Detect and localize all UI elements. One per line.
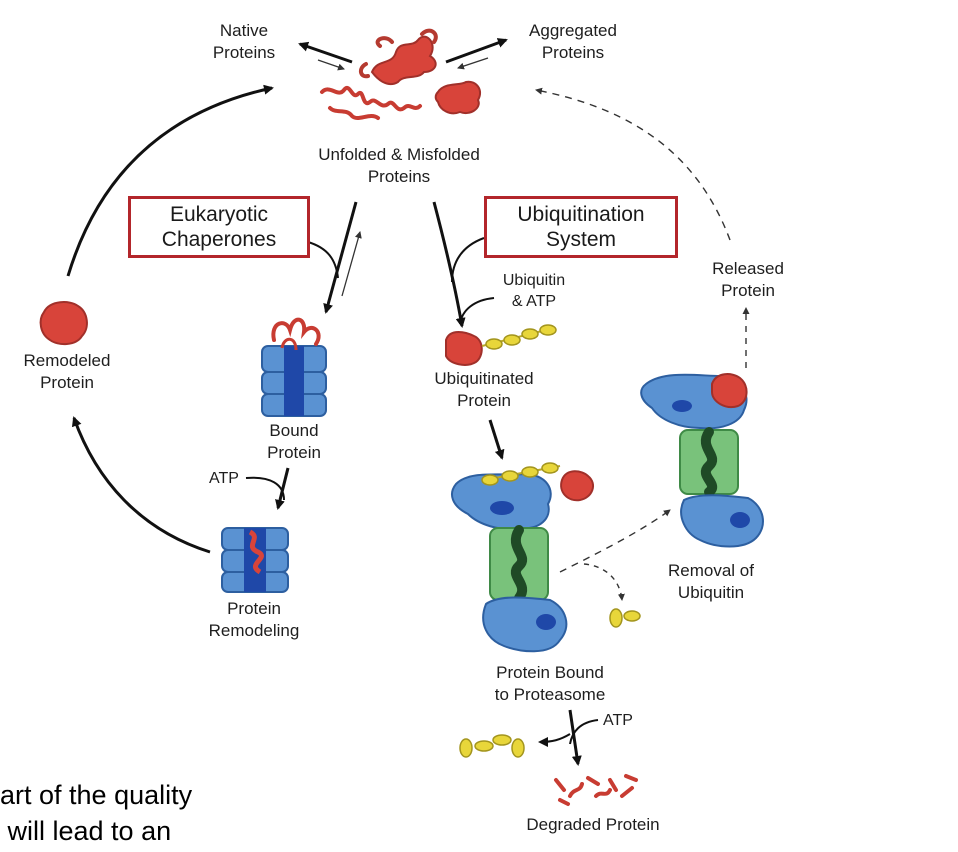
chaperone-complex-remodeling — [221, 527, 289, 593]
atp-feed-line-right — [569, 719, 599, 745]
arrow-ubiquitinated-to-proteasome — [488, 419, 505, 460]
label-protein-remodeling: Protein Remodeling — [208, 599, 300, 640]
label-removal-of-ubiquitin: Removal of Ubiquitin — [668, 561, 754, 602]
ubiquitin-chain-on-proteasome — [481, 462, 595, 502]
box-eukaryotic-chaperones: Eukaryotic Chaperones — [128, 196, 310, 258]
chaperone-feed-line — [307, 241, 339, 279]
dashed-arrow-released-to-top — [535, 87, 731, 241]
ubiquitinated-protein — [445, 324, 557, 366]
central-misfolded-protein — [359, 28, 438, 86]
label-protein-bound-proteasome: Protein Bound to Proteasome — [494, 663, 606, 704]
arrow-chaperone-back — [341, 231, 362, 297]
ubiquitination-feed-line — [451, 237, 485, 283]
label-bound-protein: Bound Protein — [267, 421, 321, 462]
arrow-to-released-ubiquitin — [538, 733, 571, 747]
caption-line-2: will lead to an — [0, 816, 172, 846]
label-degraded-protein: Degraded Protein — [526, 815, 660, 834]
label-ubiquitin-atp: Ubiquitin & ATP — [502, 272, 566, 310]
arrow-to-chaperone — [323, 201, 358, 314]
arrow-remodeled-to-native — [66, 84, 274, 277]
degraded-protein-fragments — [554, 774, 638, 806]
label-atp-right: ATP — [603, 712, 633, 729]
free-ubiquitin-small — [609, 608, 641, 628]
label-remodeled-protein: Remodeled Protein — [23, 351, 111, 392]
arrow-to-degraded — [568, 709, 582, 766]
proteasome-removal — [640, 373, 764, 548]
label-released-protein: Released Protein — [712, 259, 784, 300]
arrow-to-ubiquitinated — [432, 201, 466, 328]
caption-line-1: art of the quality — [0, 780, 193, 810]
label-unfolded-misfolded: Unfolded & Misfolded Proteins — [318, 145, 480, 186]
remodeled-protein-blob — [39, 301, 88, 346]
arrow-to-aggregated — [445, 38, 508, 64]
arrow-aggregated-back — [457, 57, 489, 70]
unfolded-protein-strand — [320, 86, 422, 120]
label-atp-left: ATP — [209, 470, 239, 487]
label-aggregated-proteins: Aggregated Proteins — [529, 21, 617, 62]
label-native-proteins: Native Proteins — [212, 21, 276, 62]
label-ubiquitinated-protein: Ubiquitinated Protein — [434, 369, 534, 410]
dashed-arrow-to-removal — [559, 509, 671, 573]
box-ubiquitination-system: Ubiquitination System — [484, 196, 678, 258]
released-ubiquitin-group — [459, 734, 525, 758]
arrow-to-native — [298, 41, 353, 64]
arrow-native-back — [317, 59, 345, 71]
misfolded-protein-blob — [434, 80, 482, 115]
proteasome-main — [451, 472, 568, 653]
atp-feed-line-left — [245, 476, 285, 501]
arrow-remodeling-to-remodeled — [71, 416, 211, 554]
dashed-arrow-to-free-ubiquitin — [583, 563, 625, 601]
chaperone-complex-bound — [261, 317, 327, 417]
ubiquitin-atp-feed-line — [459, 297, 495, 325]
arrow-bound-to-remodeling — [275, 467, 290, 510]
